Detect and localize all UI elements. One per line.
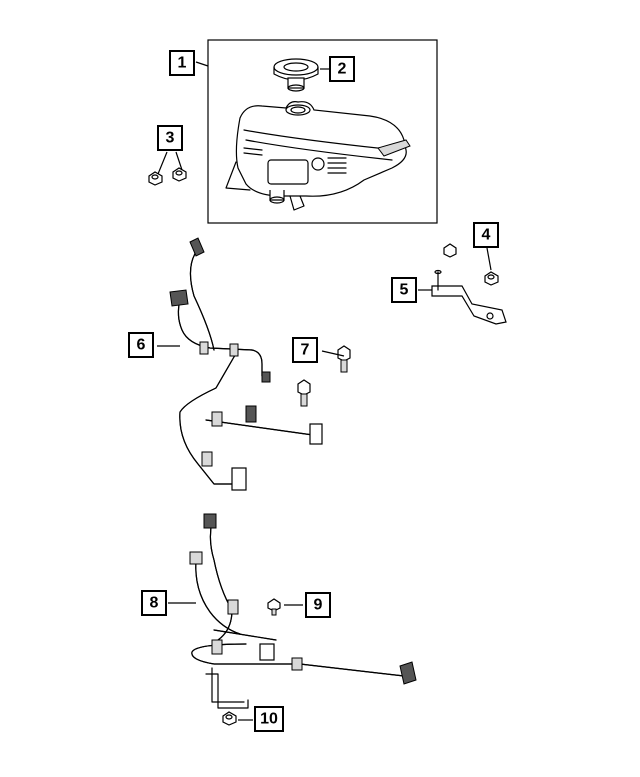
pressure-cap[interactable] xyxy=(273,58,319,92)
reservoir-nuts[interactable] xyxy=(148,167,187,186)
callout-label-4: 4 xyxy=(482,227,491,244)
callout-5: 5 xyxy=(391,277,417,303)
callout-8: 8 xyxy=(141,590,167,616)
callout-label-9: 9 xyxy=(314,597,323,614)
upper-hose-assembly[interactable] xyxy=(169,237,323,491)
callout-10: 10 xyxy=(254,706,284,732)
callout-2: 2 xyxy=(329,56,355,82)
callout-3: 3 xyxy=(157,125,183,151)
callout-label-1: 1 xyxy=(178,55,187,72)
callout-9: 9 xyxy=(305,592,331,618)
lower-hose-assembly[interactable] xyxy=(189,513,417,709)
lower-nut[interactable] xyxy=(222,711,237,726)
callout-7: 7 xyxy=(292,337,318,363)
bolt[interactable] xyxy=(267,598,281,616)
bracket-nut[interactable] xyxy=(484,271,499,286)
callout-label-2: 2 xyxy=(338,61,347,78)
reservoir-frame xyxy=(207,39,438,224)
hose-bracket[interactable] xyxy=(431,243,507,325)
callout-label-3: 3 xyxy=(166,130,175,147)
callout-label-6: 6 xyxy=(137,337,146,354)
callout-6: 6 xyxy=(128,332,154,358)
callout-label-5: 5 xyxy=(400,282,409,299)
callout-1: 1 xyxy=(169,50,195,76)
callout-label-10: 10 xyxy=(260,711,278,728)
coolant-reservoir[interactable] xyxy=(225,101,411,211)
callout-4: 4 xyxy=(473,222,499,248)
callout-label-8: 8 xyxy=(150,595,159,612)
leader-lines xyxy=(157,61,492,721)
studs[interactable] xyxy=(297,345,351,407)
callout-label-7: 7 xyxy=(301,342,310,359)
